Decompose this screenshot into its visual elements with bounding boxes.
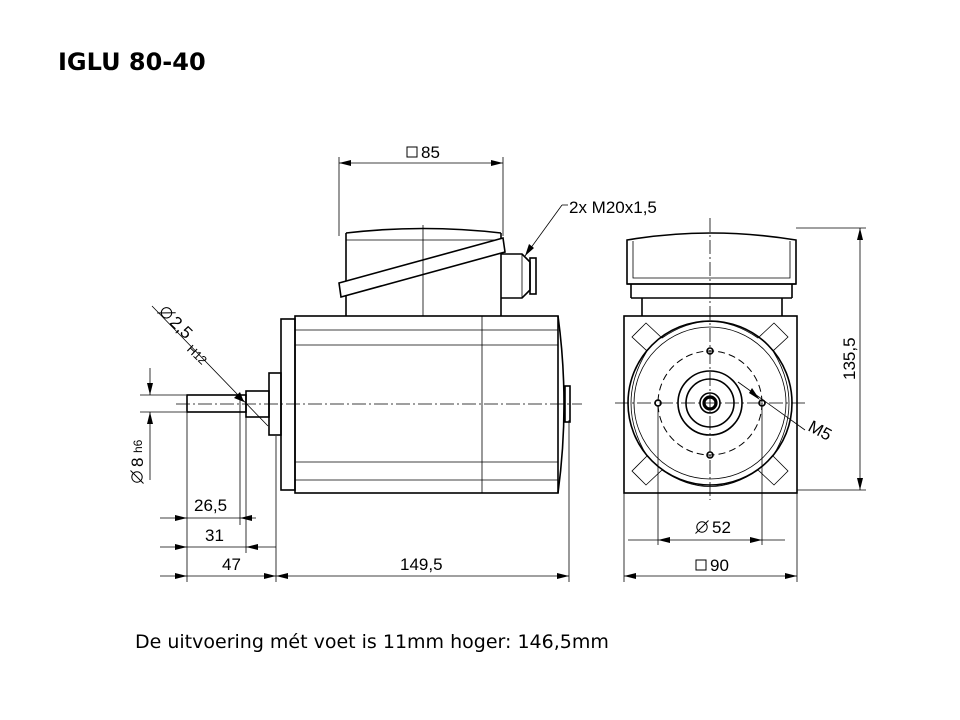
cable-gland-leader: 2x M20x1,5 (524, 198, 657, 257)
svg-text:31: 31 (205, 526, 224, 545)
motor-body (280, 315, 571, 494)
svg-text:M5: M5 (805, 417, 835, 445)
bore-leader (151, 305, 269, 427)
svg-text:H12: H12 (184, 342, 210, 368)
svg-text:26,5: 26,5 (194, 496, 227, 515)
cable-gland (501, 253, 537, 299)
dimension-47: 47 (160, 555, 569, 579)
thread-leader: M5 (737, 381, 835, 445)
dimension-85: 85 (338, 143, 504, 236)
svg-text:2,5: 2,5 (166, 313, 196, 343)
svg-text:8: 8 (128, 458, 147, 467)
bore-diameter-label: 2,5 H12 (156, 303, 210, 368)
side-view: 2,5 H12 8 h6 26,5 (128, 143, 657, 582)
svg-text:85: 85 (421, 143, 440, 162)
svg-text:135,5: 135,5 (840, 337, 859, 380)
bore-arrow (234, 392, 244, 402)
svg-text:h6: h6 (131, 439, 145, 453)
front-terminal-box (626, 232, 797, 316)
page-title: IGLU 80-40 (58, 48, 206, 76)
svg-text:90: 90 (710, 556, 729, 575)
svg-text:52: 52 (712, 518, 731, 537)
svg-text:2x M20x1,5: 2x M20x1,5 (569, 198, 657, 217)
svg-text:149,5: 149,5 (400, 555, 443, 574)
dimension-90: 90 (623, 493, 798, 582)
front-view: M5 52 90 (615, 218, 866, 582)
dimension-26-5: 26,5 (160, 496, 256, 521)
dimension-31: 31 (160, 526, 276, 550)
dimension-149-5: 149,5 (276, 555, 569, 579)
shaft-diameter-dimension: 8 h6 (128, 368, 186, 484)
flange (615, 218, 805, 500)
dimension-135-5: 135,5 (796, 227, 866, 491)
footnote: De uitvoering mét voet is 11mm hoger: 14… (135, 631, 609, 653)
svg-text:47: 47 (222, 555, 241, 574)
dimension-52: 52 (628, 406, 785, 545)
terminal-box (338, 225, 506, 317)
